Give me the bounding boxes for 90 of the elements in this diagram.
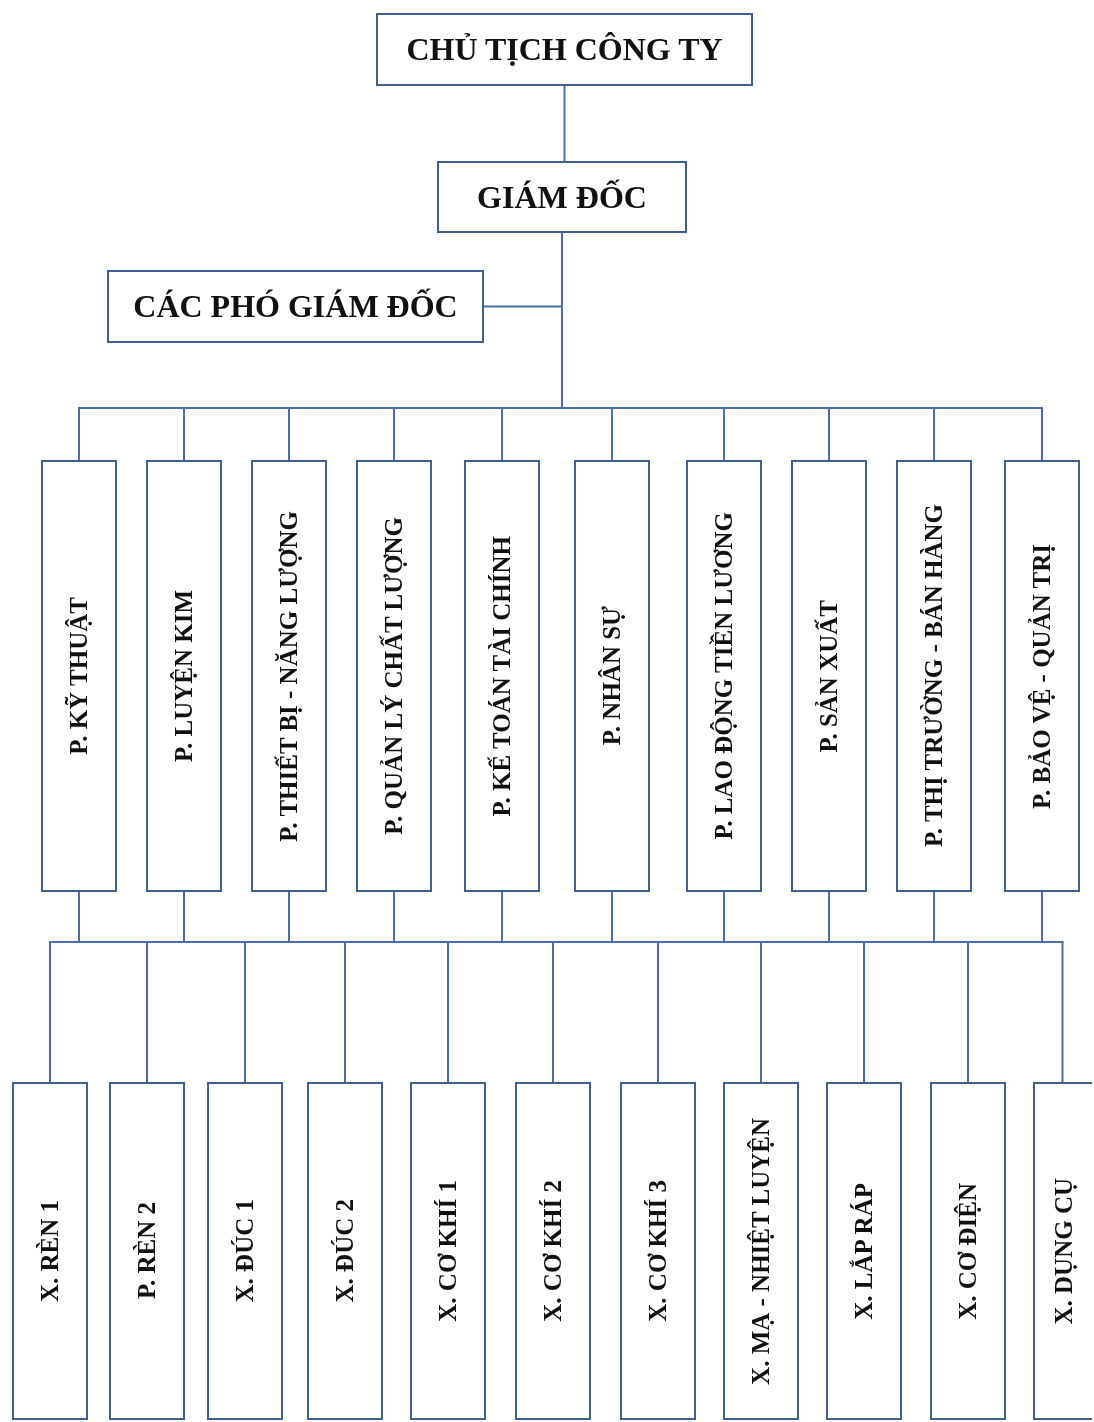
org-chart-box [109, 1082, 185, 1420]
org-chart-box [515, 1082, 591, 1420]
connector-line [563, 85, 566, 162]
org-chart-box [574, 460, 650, 892]
org-chart-box [896, 460, 972, 892]
position-title: CHỦ TỊCH CÔNG TY [406, 31, 723, 68]
connector-line [77, 941, 149, 943]
connector-line [500, 941, 555, 943]
position-title: X. RÈN 1 [36, 1199, 64, 1303]
position-title: P. SẢN XUẤT [815, 599, 843, 753]
position-title: P. LAO ĐỘNG TIỀN LƯƠNG [710, 512, 738, 840]
connector-line [611, 891, 613, 943]
org-chart-box [376, 13, 753, 86]
connector-line [932, 941, 970, 943]
position-title: P. KẾ TOÁN TÀI CHÍNH [488, 535, 516, 817]
connector-line [759, 941, 831, 943]
connector-line [966, 941, 1044, 943]
org-chart-box [251, 460, 327, 892]
org-chart-box [464, 460, 540, 892]
connector-line [182, 941, 247, 943]
connector-line [828, 891, 830, 943]
position-title: P. THIẾT BỊ - NĂNG LƯỢNG [275, 510, 303, 842]
connector-line [501, 891, 503, 943]
connector-line [760, 941, 762, 1083]
connector-line [344, 941, 346, 1083]
org-chart-box [723, 1082, 799, 1420]
connector-line [967, 941, 969, 1083]
position-title: X. CƠ KHÍ 3 [644, 1180, 672, 1322]
org-chart-box [41, 460, 117, 892]
org-chart-box [826, 1082, 902, 1420]
position-title: X. CƠ KHÍ 2 [539, 1180, 567, 1322]
position-title: X. ĐÚC 2 [331, 1199, 359, 1303]
org-chart-box [307, 1082, 383, 1420]
org-chart-box [1004, 460, 1080, 892]
org-chart-box [437, 161, 687, 233]
connector-line [446, 941, 504, 943]
connector-line [722, 941, 763, 943]
connector-line [392, 941, 450, 943]
org-chart-box [686, 460, 762, 892]
connector-line [288, 891, 290, 943]
connector-line [287, 941, 347, 943]
connector-line [49, 941, 51, 1083]
org-chart-box [1033, 1082, 1092, 1420]
connector-line [656, 941, 726, 943]
connector-line [243, 941, 291, 943]
org-chart-box [791, 460, 867, 892]
position-title: P. QUẢN LÝ CHẤT LƯỢNG [380, 517, 408, 835]
connector-line [393, 891, 395, 943]
position-title: X. ĐÚC 1 [231, 1199, 259, 1303]
position-title: P. THỊ TRƯỜNG - BÁN HÀNG [920, 504, 948, 848]
position-title: P. KỸ THUẬT [65, 597, 93, 755]
connector-line [1041, 891, 1043, 943]
position-title: X. CƠ ĐIỆN [954, 1182, 982, 1320]
connector-line [827, 941, 866, 943]
org-chart-box [12, 1082, 88, 1420]
connector-line [146, 941, 148, 1083]
position-title: P. BẢO VỆ - QUẢN TRỊ [1028, 543, 1056, 809]
connector-line [657, 941, 659, 1083]
org-chart-box [930, 1082, 1006, 1420]
connector-line [723, 891, 725, 943]
position-title: X. DỤNG CỤ [1049, 1177, 1078, 1325]
connector-line [244, 941, 246, 1083]
connector-line [1061, 941, 1064, 1083]
connector-line [78, 891, 80, 943]
position-title: GIÁM ĐỐC [477, 178, 647, 216]
connector-line [145, 941, 186, 943]
position-title: P. NHÂN SỰ [598, 606, 626, 746]
org-chart-box [620, 1082, 696, 1420]
position-title: X. CƠ KHÍ 1 [434, 1180, 462, 1322]
position-title: P. RÈN 2 [133, 1202, 161, 1300]
org-chart-box [410, 1082, 486, 1420]
connector-line [551, 941, 614, 943]
connector-line [1040, 941, 1065, 943]
org-chart-box [207, 1082, 283, 1420]
position-title: X. LẮP RÁP [850, 1182, 878, 1320]
connector-line [862, 941, 936, 943]
position-title: CÁC PHÓ GIÁM ĐỐC [133, 288, 458, 325]
org-chart-box [146, 460, 222, 892]
position-title: P. LUYỆN KIM [170, 590, 198, 762]
connector-line [933, 891, 935, 943]
connector-line [863, 941, 865, 1083]
connector-line [610, 941, 660, 943]
org-chart-box [107, 270, 484, 343]
position-title: X. MẠ - NHIỆT LUYỆN [747, 1117, 775, 1385]
connector-line [343, 941, 396, 943]
connector-line [552, 941, 554, 1083]
connector-line [48, 941, 81, 943]
connector-line [447, 941, 449, 1083]
org-chart-box [356, 460, 432, 892]
connector-line [183, 891, 185, 943]
